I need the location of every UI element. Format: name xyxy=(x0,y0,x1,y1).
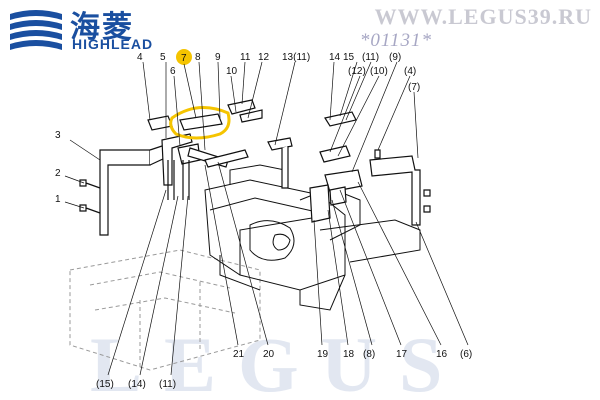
label-p11: (11) xyxy=(362,52,379,63)
label-21: 21 xyxy=(233,349,245,360)
label-4: 4 xyxy=(137,52,143,63)
label-p11-bottom: (11) xyxy=(159,379,176,390)
label-p7: (7) xyxy=(408,82,420,93)
site-url: WWW.LEGUS39.RU xyxy=(374,4,592,29)
label-18: 18 xyxy=(343,349,355,360)
label-7-highlight-circle xyxy=(176,49,192,65)
label-7: 7 xyxy=(181,53,187,64)
part-code: *01131* xyxy=(359,30,432,51)
label-9: 9 xyxy=(215,52,221,63)
label-16: 16 xyxy=(436,349,448,360)
label-8: 8 xyxy=(195,52,201,63)
part-7-highlight xyxy=(169,106,231,140)
label-13-11: 13(11) xyxy=(282,52,310,63)
label-6: 6 xyxy=(170,66,176,77)
label-p8: (8) xyxy=(363,349,375,360)
part-labels: 4 5 6 7 8 9 10 11 12 13(11) 14 15 (11) (… xyxy=(55,52,472,390)
parts xyxy=(79,99,431,236)
label-p6: (6) xyxy=(460,349,472,360)
machine-body xyxy=(69,164,421,371)
label-19: 19 xyxy=(317,349,329,360)
brand-name-en: HIGHLEAD xyxy=(72,36,154,52)
label-p15: (15) xyxy=(96,379,114,390)
label-p14: (14) xyxy=(128,379,146,390)
label-11: 11 xyxy=(240,52,251,63)
leader-lines xyxy=(64,61,469,376)
highlead-logo-icon xyxy=(10,10,62,50)
label-3: 3 xyxy=(55,130,61,141)
label-15: 15 xyxy=(343,52,355,63)
label-10: 10 xyxy=(226,66,238,77)
label-20: 20 xyxy=(263,349,275,360)
label-p12: (12) xyxy=(348,66,366,77)
label-5: 5 xyxy=(160,52,166,63)
label-p9: (9) xyxy=(389,52,401,63)
brand-name-cn: 海菱 xyxy=(70,10,134,45)
label-p10: (10) xyxy=(370,66,388,77)
label-12: 12 xyxy=(258,52,270,63)
label-1: 1 xyxy=(55,194,61,205)
label-17: 17 xyxy=(396,349,408,360)
label-2: 2 xyxy=(55,168,61,179)
label-p4: (4) xyxy=(404,66,416,77)
label-14: 14 xyxy=(329,52,341,63)
